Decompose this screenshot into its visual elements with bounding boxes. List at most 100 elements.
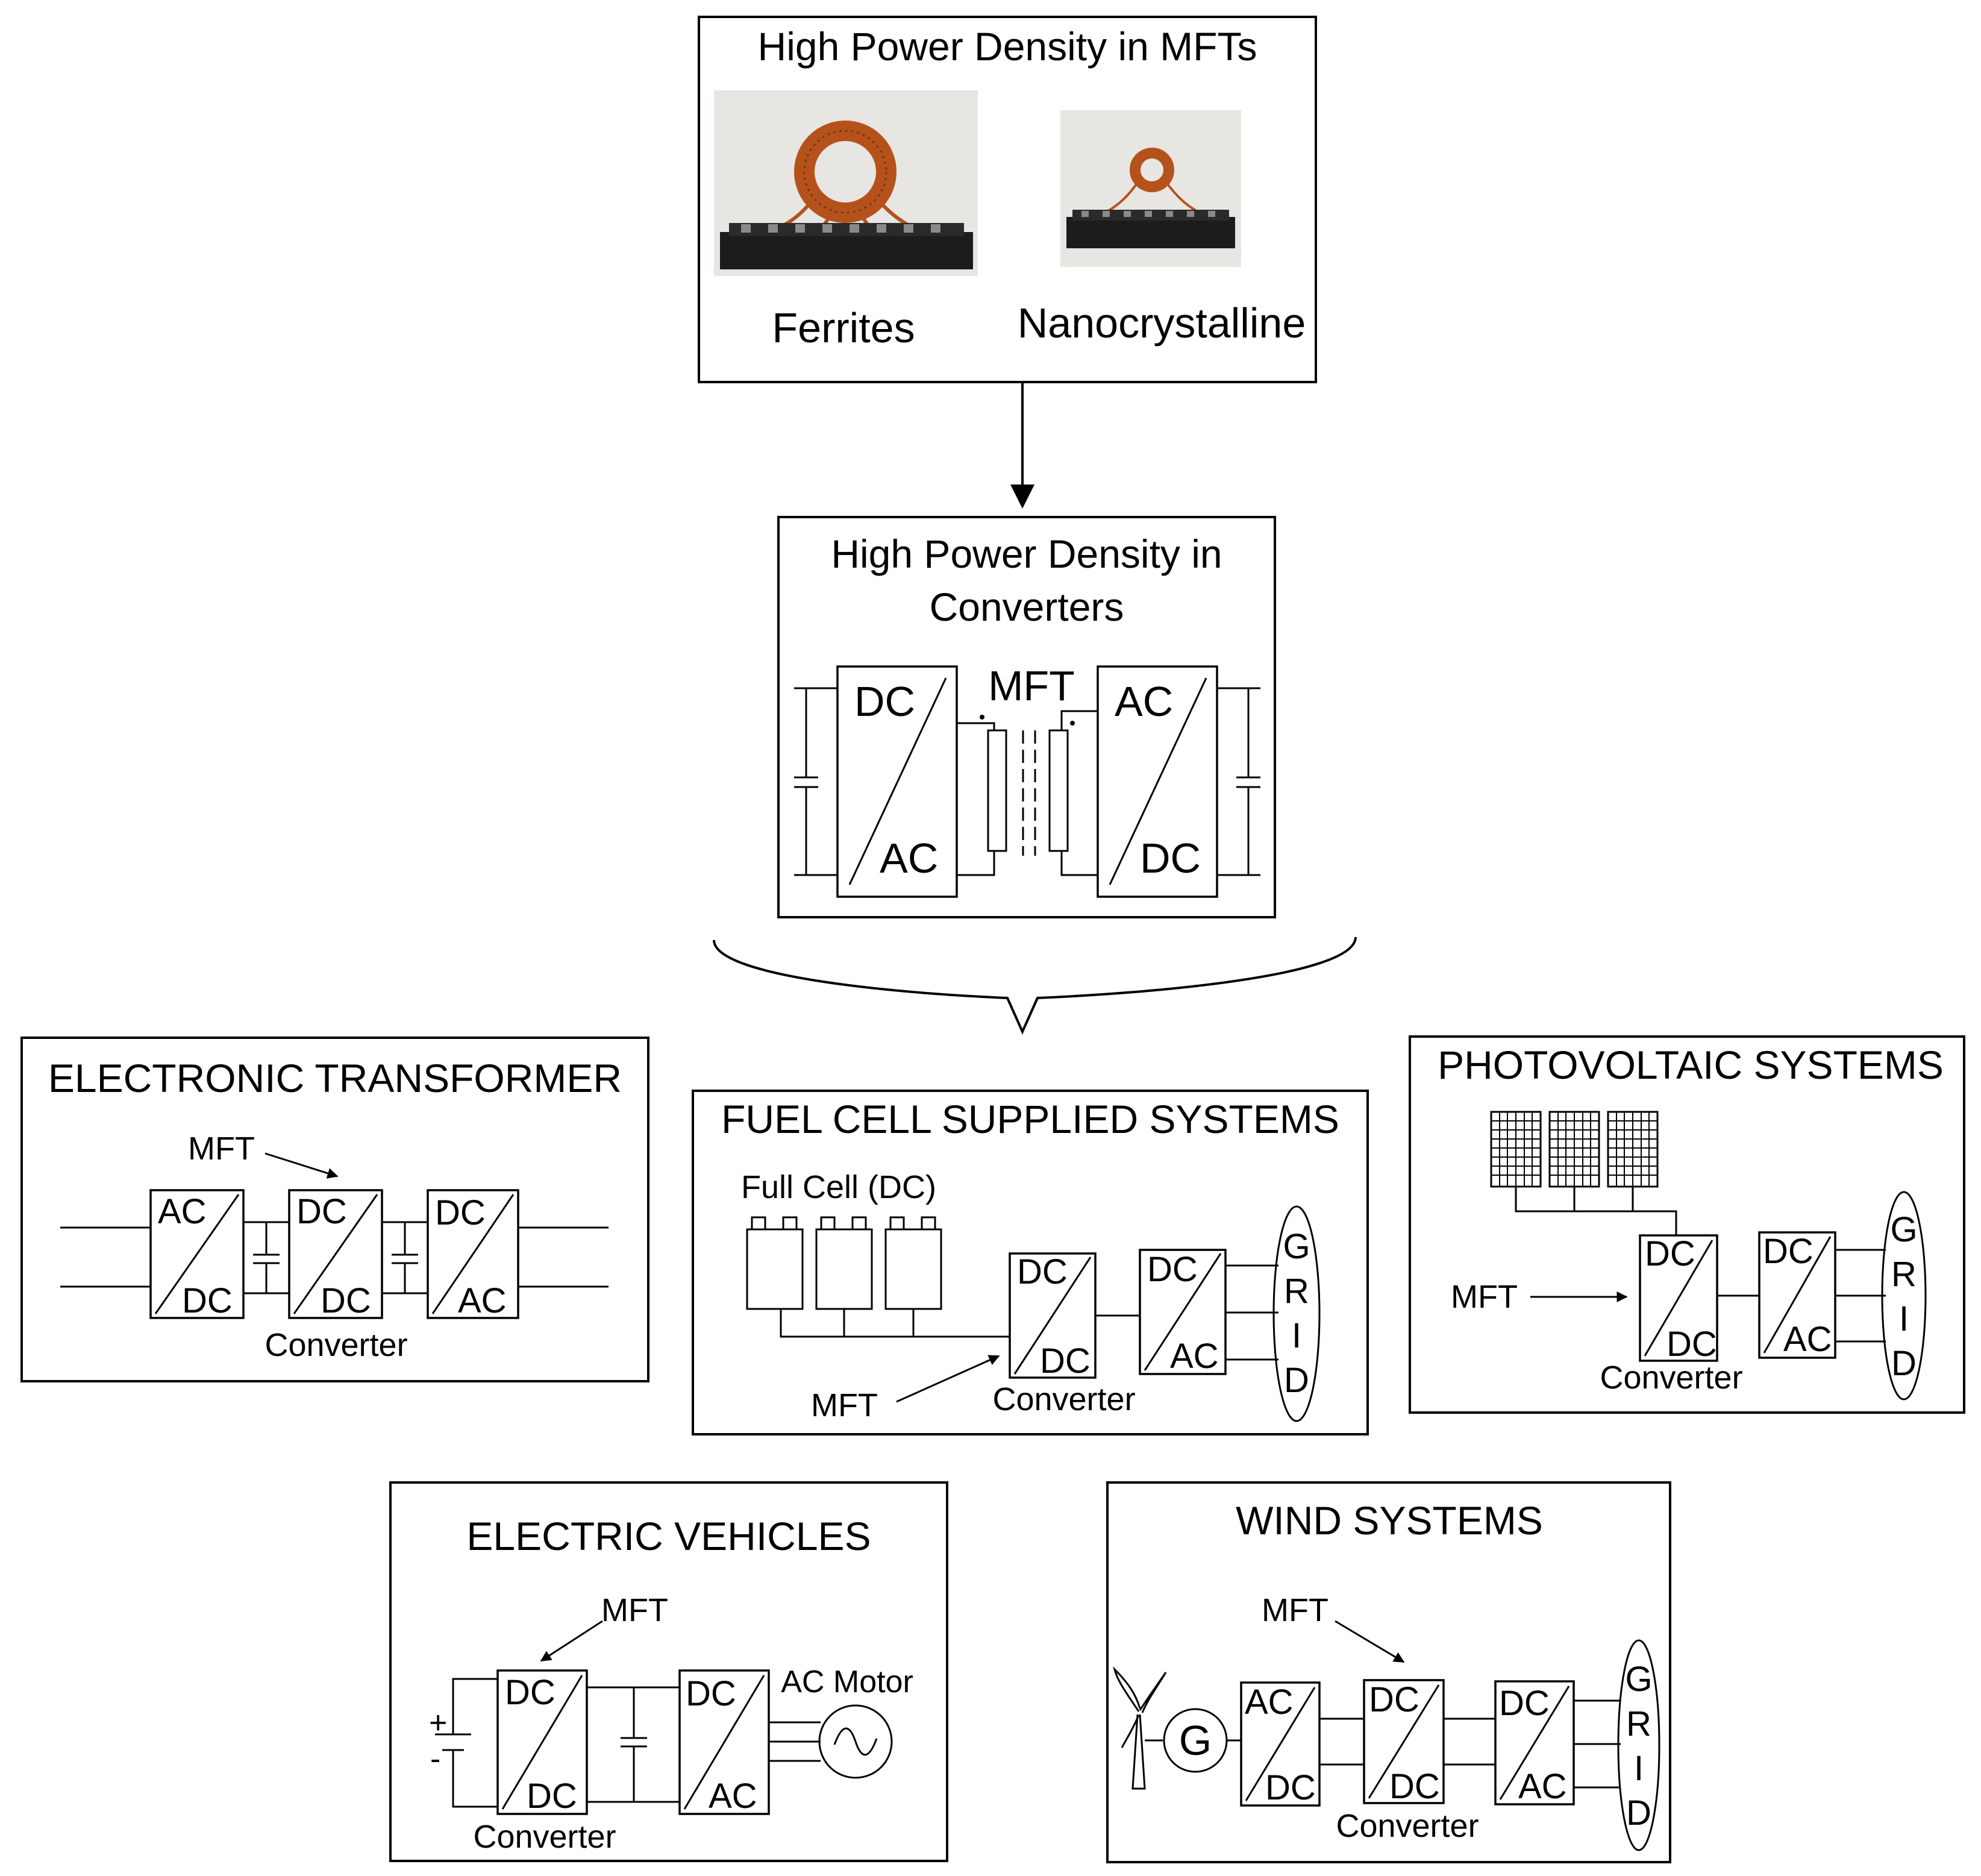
fuel-cell-label: Full Cell (DC): [741, 1169, 936, 1205]
electronic-transformer-panel: ELECTRONIC TRANSFORMER MFT AC DC DC DC D…: [20, 1037, 649, 1382]
ferrite-toroid-photo: [714, 90, 978, 276]
svg-text:DC: DC: [435, 1193, 486, 1232]
svg-text:DC: DC: [686, 1674, 736, 1713]
electric-vehicles-panel: ELECTRIC VEHICLES MFT + - DC DC DC AC AC…: [389, 1481, 948, 1862]
electronic-transformer-title: ELECTRONIC TRANSFORMER: [48, 1056, 622, 1100]
mft-box-title: High Power Density in MFTs: [758, 24, 1257, 69]
fuel-cell-title: FUEL CELL SUPPLIED SYSTEMS: [721, 1097, 1339, 1141]
svg-text:DC: DC: [527, 1777, 577, 1816]
svg-text:DC: DC: [1140, 835, 1201, 882]
converter-box-title-1: High Power Density in: [831, 532, 1222, 576]
battery: + -: [429, 1678, 498, 1808]
svg-text:G: G: [1179, 1717, 1212, 1764]
dc-ac-block: DC AC: [836, 665, 958, 898]
ferrites-caption: Ferrites: [772, 304, 915, 351]
svg-text:AC: AC: [1115, 678, 1173, 725]
svg-text:AC: AC: [158, 1192, 207, 1231]
pv-dc-dc-block: DC DC: [1639, 1234, 1718, 1364]
svg-text:G: G: [1625, 1660, 1652, 1699]
et-converter-label: Converter: [264, 1327, 407, 1363]
pv-converter-label: Converter: [1600, 1360, 1742, 1396]
svg-text:DC: DC: [321, 1281, 371, 1320]
ac-dc-block: AC DC: [1097, 665, 1218, 898]
svg-text:DC: DC: [1666, 1325, 1717, 1364]
svg-text:DC: DC: [1040, 1341, 1091, 1381]
nanocrystalline-caption: Nanocrystalline: [1018, 300, 1306, 347]
fc-grid: G R I D: [1272, 1205, 1321, 1422]
svg-text:D: D: [1626, 1793, 1651, 1833]
pv-grid: G R I D: [1881, 1191, 1927, 1401]
svg-text:I: I: [1292, 1316, 1301, 1355]
pv-dc-ac-block: DC AC: [1758, 1231, 1836, 1359]
svg-text:AC: AC: [1518, 1767, 1567, 1806]
svg-text:DC: DC: [1499, 1684, 1550, 1723]
svg-text:I: I: [1634, 1749, 1644, 1788]
svg-text:AC: AC: [709, 1777, 757, 1816]
solar-panels: [1490, 1111, 1677, 1235]
svg-text:DC: DC: [1369, 1680, 1419, 1719]
wind-converter-label: Converter: [1336, 1808, 1479, 1844]
svg-text:R: R: [1284, 1272, 1309, 1311]
et-mft-label: MFT: [188, 1131, 255, 1167]
mft-box: High Power Density in MFTs Ferrites: [698, 16, 1317, 383]
wind-grid: G R I D: [1617, 1639, 1660, 1851]
ac-motor-icon: [818, 1704, 893, 1779]
ev-dc-dc-block: DC DC: [496, 1669, 588, 1816]
wind-systems-title: WIND SYSTEMS: [1236, 1498, 1543, 1543]
svg-text:AC: AC: [1245, 1683, 1294, 1722]
svg-text:+: +: [429, 1705, 447, 1740]
svg-text:D: D: [1891, 1344, 1917, 1383]
pv-mft-label: MFT: [1451, 1279, 1518, 1315]
svg-text:AC: AC: [1170, 1337, 1219, 1376]
wind-systems-panel: WIND SYSTEMS MFT G AC DC DC DC: [1106, 1481, 1671, 1863]
wind-turbine-icon: [1113, 1666, 1167, 1790]
generator-icon: G: [1163, 1708, 1228, 1773]
fc-dc-dc-block: DC DC: [1009, 1252, 1097, 1381]
svg-text:DC: DC: [1763, 1232, 1814, 1271]
photovoltaic-panel: PHOTOVOLTAIC SYSTEMS DC DC DC AC G R I: [1409, 1035, 1965, 1414]
wind-mft-label: MFT: [1262, 1592, 1328, 1628]
svg-text:G: G: [1890, 1210, 1917, 1249]
fc-converter-label: Converter: [992, 1381, 1135, 1417]
ev-dc-ac-block: DC AC: [678, 1669, 770, 1816]
fc-mft-label: MFT: [811, 1387, 878, 1423]
ac-motor-label: AC Motor: [781, 1664, 913, 1699]
svg-text:AC: AC: [458, 1281, 507, 1320]
svg-text:DC: DC: [296, 1192, 347, 1231]
et-dc-dc-block: DC DC: [288, 1189, 383, 1320]
svg-text:DC: DC: [1645, 1234, 1695, 1273]
svg-text:AC: AC: [880, 835, 938, 882]
et-ac-dc-block: AC DC: [149, 1189, 245, 1320]
mft-transformer: [957, 710, 1098, 876]
svg-text:DC: DC: [182, 1281, 233, 1320]
wind-dc-dc-block: DC DC: [1363, 1679, 1445, 1806]
fc-dc-ac-block: DC AC: [1139, 1249, 1227, 1376]
svg-text:DC: DC: [1017, 1252, 1068, 1291]
svg-text:AC: AC: [1783, 1320, 1832, 1359]
svg-text:DC: DC: [854, 678, 915, 725]
svg-text:DC: DC: [1389, 1767, 1440, 1806]
svg-text:DC: DC: [1265, 1768, 1316, 1807]
photovoltaic-title: PHOTOVOLTAIC SYSTEMS: [1438, 1043, 1944, 1087]
svg-text:I: I: [1899, 1299, 1909, 1338]
fuel-cells: [746, 1216, 1010, 1338]
electric-vehicles-title: ELECTRIC VEHICLES: [466, 1514, 871, 1558]
nanocrystalline-toroid-photo: [1060, 110, 1241, 267]
fuel-cell-panel: FUEL CELL SUPPLIED SYSTEMS Full Cell (DC…: [692, 1090, 1369, 1435]
ev-mft-label: MFT: [601, 1592, 668, 1628]
wind-dc-ac-block: DC AC: [1494, 1680, 1575, 1806]
svg-text:R: R: [1891, 1255, 1917, 1294]
brace: [713, 936, 1357, 1035]
svg-text:DC: DC: [1147, 1250, 1198, 1289]
ev-converter-label: Converter: [473, 1819, 616, 1855]
svg-text:DC: DC: [505, 1673, 555, 1712]
et-dc-ac-block: DC AC: [427, 1189, 519, 1320]
converter-box: High Power Density in Converters DC AC M…: [777, 516, 1276, 918]
svg-text:R: R: [1626, 1704, 1651, 1743]
mft-label: MFT: [988, 662, 1075, 709]
svg-text:D: D: [1284, 1361, 1309, 1400]
svg-text:-: -: [430, 1742, 440, 1777]
converter-box-title-2: Converters: [930, 585, 1124, 629]
svg-text:G: G: [1283, 1227, 1310, 1266]
wind-ac-dc-block: AC DC: [1240, 1681, 1321, 1807]
